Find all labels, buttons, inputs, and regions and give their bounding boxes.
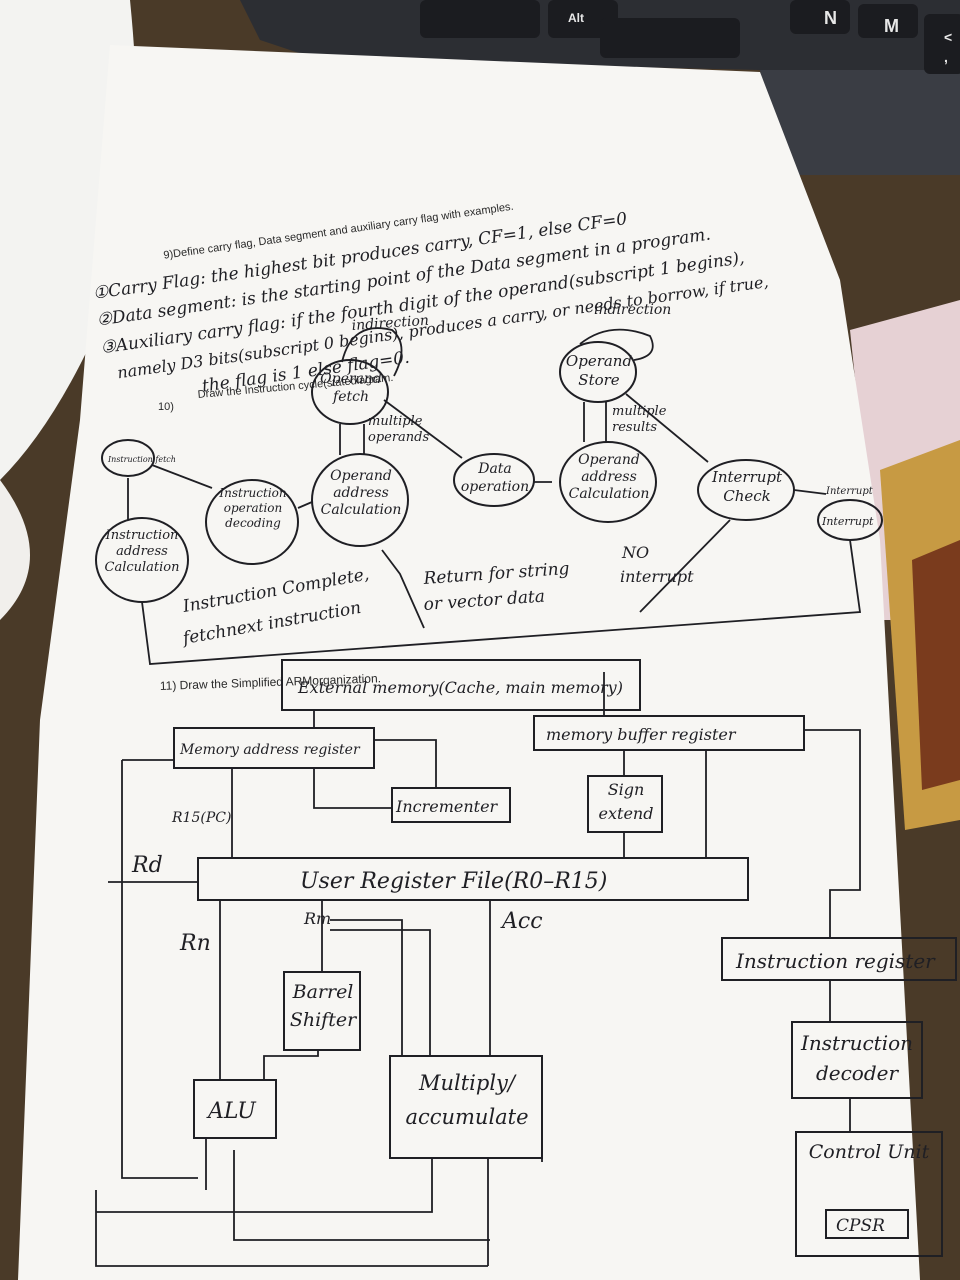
sheet-shadow — [0, 480, 30, 620]
svg-text:Instruction register: Instruction register — [735, 949, 936, 973]
key-lt-label: < — [944, 29, 952, 45]
key-comma — [924, 14, 960, 74]
state-data-operation: Data operation — [453, 453, 535, 507]
signal-r15pc: R15(PC) — [171, 810, 231, 826]
block-instruction-decoder: Instruction decoder — [791, 1021, 923, 1099]
block-instruction-register: Instruction register — [721, 937, 957, 981]
question-11: 11) Draw the Simplified ARMorganization.… — [95, 659, 957, 1267]
key-m — [858, 4, 918, 38]
svg-text:memory buffer register: memory buffer register — [546, 725, 737, 744]
block-cpsr: CPSR — [825, 1209, 909, 1239]
label-multiple-results: multiple results — [612, 404, 667, 435]
state-operand-address-calculation-right: Operand address Calculation — [559, 441, 657, 523]
key-n — [790, 0, 850, 34]
svg-text:Incrementer: Incrementer — [395, 797, 499, 816]
svg-text:User Register File(R0–R15): User Register File(R0–R15) — [300, 869, 607, 894]
state-interrupt-check: Interrupt Check — [697, 459, 795, 521]
signal-acc: Acc — [500, 909, 543, 934]
label-indirection-left: indirection — [351, 313, 429, 334]
question-10: 10) Draw the Instruction cycle(statediag… — [95, 302, 883, 665]
key-n-label: N — [824, 8, 837, 28]
svg-text:Memory address register: Memory address register — [179, 742, 361, 758]
signal-rd: Rd — [131, 853, 163, 878]
label-no-interrupt: interrupt — [620, 567, 694, 586]
key-windows — [420, 0, 540, 38]
bus-connections — [95, 672, 861, 1267]
label-indirection-right: indirection — [594, 302, 671, 318]
block-barrel-shifter: Barrel Shifter — [283, 971, 361, 1051]
label-multiple-operands: multiple operands — [368, 414, 430, 445]
svg-text:Instruction fetch: Instruction fetch — [107, 455, 176, 464]
svg-text:ALU: ALU — [206, 1099, 257, 1124]
block-incrementer: Incrementer — [391, 787, 511, 823]
state-instruction-fetch: Instruction fetch — [101, 439, 176, 477]
curled-sheet — [0, 0, 137, 480]
signal-rm: Rm — [303, 909, 331, 928]
state-operand-fetch: Operand fetch — [311, 359, 389, 425]
block-user-register-file: User Register File(R0–R15) — [197, 857, 749, 901]
key-comma-label: , — [944, 49, 948, 65]
block-alu: ALU — [193, 1079, 277, 1139]
svg-text:External memory(Cache, main me: External memory(Cache, main memory) — [297, 678, 623, 697]
block-external-memory: External memory(Cache, main memory) — [281, 659, 641, 711]
key-space — [600, 18, 740, 58]
state-instruction-operation-decoding: Instruction operation decoding — [205, 479, 299, 565]
svg-text:CPSR: CPSR — [836, 1216, 885, 1236]
block-memory-address-register: Memory address register — [173, 727, 375, 769]
block-sign-extend: Sign extend — [587, 775, 663, 833]
label-no: NO — [621, 543, 649, 562]
state-operand-store: Operand Store — [559, 341, 637, 403]
state-operand-address-calculation-left: Operand address Calculation — [311, 453, 409, 547]
block-control-unit: Control Unit CPSR — [795, 1131, 943, 1257]
state-instruction-address-calculation: Instruction address Calculation — [95, 517, 189, 603]
worksheet-page — [18, 45, 920, 1280]
magazine-image — [912, 540, 960, 790]
block-memory-buffer-register: memory buffer register — [533, 715, 805, 751]
label-interrupt-arrow: Interrupt — [825, 486, 874, 497]
svg-text:Interrupt: Interrupt — [821, 515, 874, 528]
key-m-label: M — [884, 16, 899, 36]
key-alt-label: Alt — [568, 11, 584, 25]
state-transitions — [127, 327, 862, 665]
touchpad — [760, 70, 960, 175]
q10-number: 10) — [158, 401, 174, 413]
block-multiply-accumulate: Multiply/ accumulate — [389, 1055, 543, 1159]
signal-rn: Rn — [179, 931, 211, 956]
